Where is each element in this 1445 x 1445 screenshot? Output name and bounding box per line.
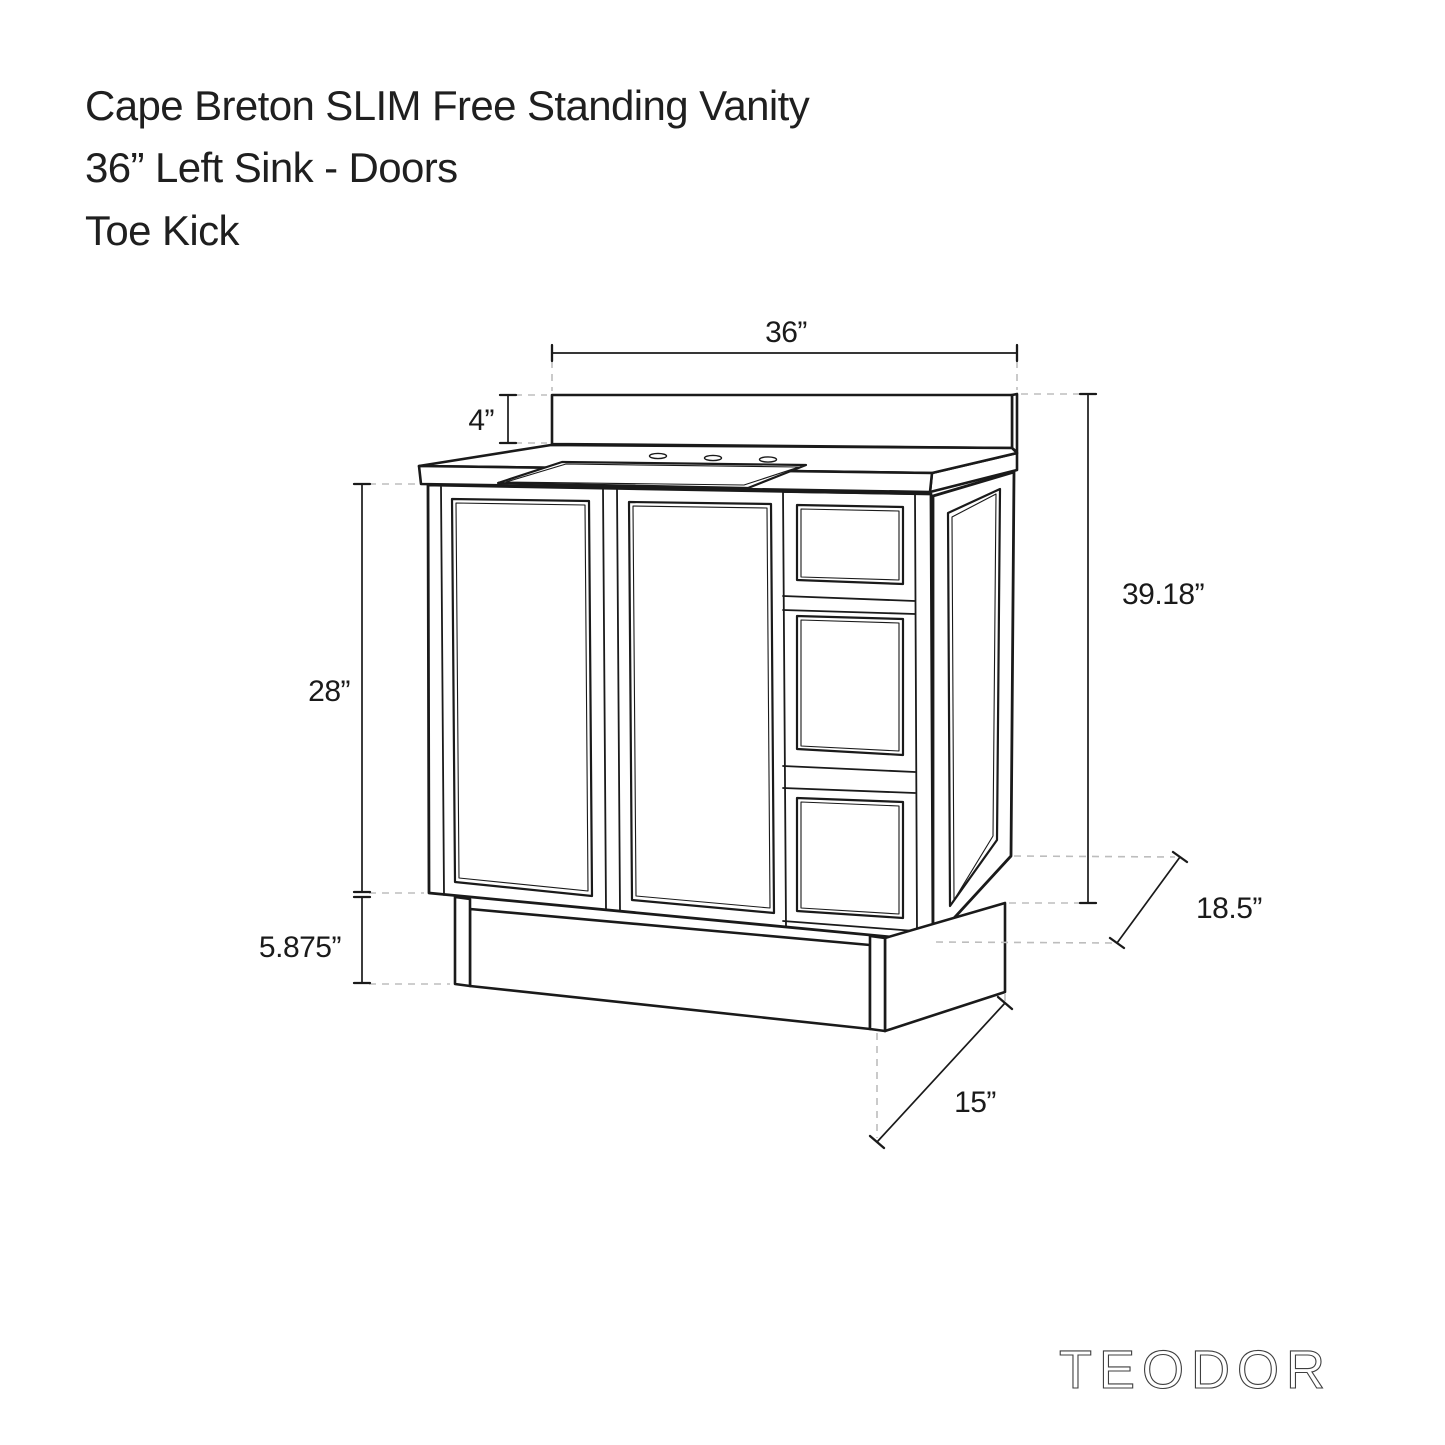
dim-counter-width-label: 36”: [765, 316, 807, 349]
dimension-annotations: 36” 4” 28” 5.875” 39.18”: [259, 316, 1262, 1150]
dim-overall-height-ticks: [1078, 392, 1098, 905]
dim-counter-width-ticks: [550, 343, 1019, 363]
toe-kick-left-leg: [453, 895, 472, 988]
top-drawer-front: [782, 491, 916, 602]
dim-counter-width-extensions: [551, 361, 1018, 391]
dim-toe-kick-depth-extensions: [876, 994, 1006, 1138]
dim-backsplash-label: 4”: [468, 404, 494, 437]
dim-counter-width: 36”: [550, 316, 1019, 391]
bottom-drawer-panel-inner: [800, 801, 900, 915]
top-drawer-panel: [795, 503, 905, 586]
right-stile-line: [914, 493, 918, 933]
dim-toe-kick-depth: 15”: [868, 994, 1014, 1150]
middle-door-panel: [627, 500, 776, 915]
toe-kick-right-leg: [868, 934, 887, 1033]
dim-overall-height: 39.18”: [1009, 392, 1205, 905]
top-drawer-panel-inner: [800, 508, 900, 581]
dim-cabinet-depth-line: [1116, 856, 1181, 944]
dim-toe-kick-depth-line: [876, 1002, 1006, 1143]
dim-backsplash-extensions: [515, 394, 547, 444]
vanity-drawing: [417, 392, 1019, 1033]
dim-cabinet-depth-ticks: [1108, 850, 1189, 950]
bottom-drawer-panel: [795, 796, 905, 920]
dim-backsplash-height: 4”: [468, 393, 547, 445]
dim-overall-height-extensions: [1009, 393, 1081, 904]
dim-overall-height-label: 39.18”: [1122, 578, 1204, 611]
cabinet-side-panel-inner: [951, 493, 997, 901]
dim-cabinet-depth-label: 18.5”: [1196, 892, 1262, 925]
backsplash: [550, 393, 1014, 450]
dim-cabinet-depth-extensions: [935, 855, 1176, 944]
middle-drawer-panel-inner: [800, 619, 900, 752]
left-stile-line: [440, 486, 445, 896]
dim-toe-kick-height-label: 5.875”: [259, 931, 341, 964]
center-stile-line-left: [602, 487, 607, 911]
dim-toe-kick-depth-label: 15”: [954, 1086, 996, 1119]
bottom-drawer-front: [782, 787, 916, 932]
center-stile-line-right: [616, 487, 621, 912]
middle-drawer-front: [782, 609, 916, 773]
middle-door-panel-inner: [632, 505, 771, 909]
title-block: Cape Breton SLIM Free Standing Vanity 36…: [85, 82, 810, 254]
middle-drawer-panel: [795, 614, 905, 757]
dim-cabinet-height-label: 28”: [308, 675, 350, 708]
drawer-column-divider: [782, 490, 787, 928]
left-door-panel: [450, 497, 594, 898]
dim-toe-kick-depth-ticks: [868, 995, 1014, 1150]
dim-cabinet-height: 28”: [308, 482, 424, 894]
faucet-hole-center: [703, 454, 723, 462]
dim-backsplash-ticks: [498, 393, 518, 445]
dim-cabinet-height-ticks: [352, 482, 372, 894]
title-line-2: 36” Left Sink - Doors: [85, 144, 458, 191]
title-line-3: Toe Kick: [85, 207, 241, 254]
left-door-panel-inner: [455, 502, 589, 892]
brand-logo: TEODOR: [1059, 1340, 1332, 1400]
dim-cabinet-height-extensions: [369, 483, 424, 894]
sink-cutout: [496, 460, 808, 490]
dim-cabinet-depth: 18.5”: [935, 850, 1262, 950]
dim-toe-kick-height: 5.875”: [259, 895, 450, 985]
faucet-hole-right: [758, 456, 778, 463]
sink-cutout-inner: [505, 463, 800, 486]
cabinet-side-panel: [946, 487, 1002, 908]
title-line-1: Cape Breton SLIM Free Standing Vanity: [85, 82, 810, 129]
faucet-hole-left: [648, 452, 668, 460]
dim-toe-kick-height-ticks: [352, 895, 372, 985]
